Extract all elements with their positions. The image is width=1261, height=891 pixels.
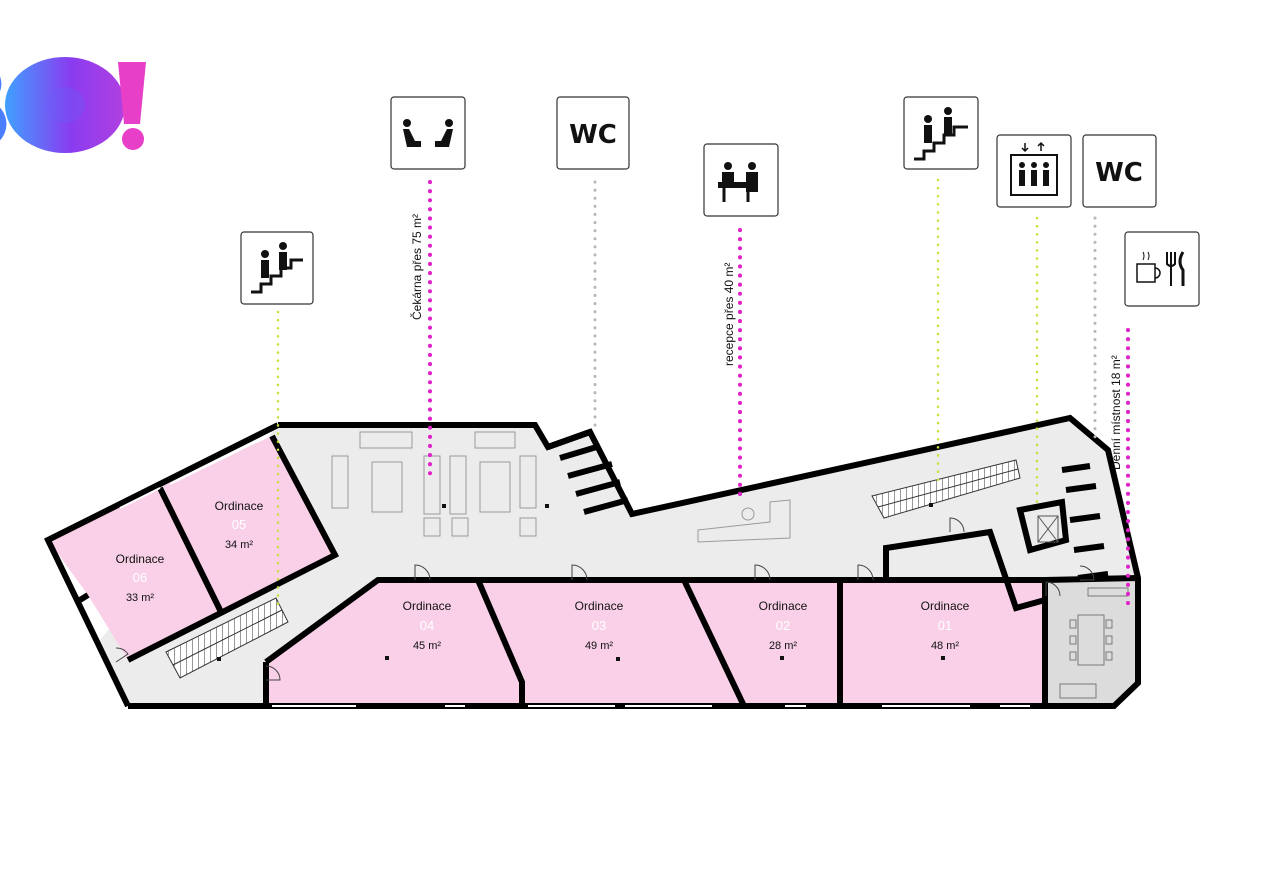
- svg-text:01: 01: [938, 618, 952, 633]
- reception-desk: [697, 499, 791, 543]
- room-02-label: Ordinace 02 28 m²: [759, 599, 808, 652]
- wc-icon: WC: [556, 96, 630, 170]
- svg-text:02: 02: [776, 618, 790, 633]
- svg-text:03: 03: [592, 618, 606, 633]
- room-markers: [217, 503, 945, 661]
- svg-text:WC: WC: [1095, 158, 1143, 188]
- brand-logo: [0, 57, 146, 153]
- svg-text:06: 06: [133, 570, 147, 585]
- svg-text:05: 05: [232, 517, 246, 532]
- stairs-icon: [240, 231, 314, 305]
- svg-text:49 m²: 49 m²: [585, 640, 613, 652]
- room-04-label: Ordinace 04 45 m²: [403, 599, 452, 652]
- elevator-shaft: [1037, 515, 1059, 543]
- svg-text:Ordinace: Ordinace: [759, 599, 808, 613]
- reception-icon: [703, 143, 779, 217]
- svg-text:28 m²: 28 m²: [769, 640, 797, 652]
- doors: [115, 517, 1095, 681]
- staff-room-floor: [1047, 580, 1136, 705]
- room-01-floor: [843, 580, 1045, 705]
- waiting-room-icon: [390, 96, 466, 170]
- svg-text:Ordinace: Ordinace: [116, 552, 165, 566]
- leader-lines: [276, 178, 1130, 612]
- staff-room-callout: Denní místnost 18 m²: [1109, 355, 1123, 470]
- svg-text:WC: WC: [569, 120, 617, 150]
- elevator-icon: [996, 134, 1072, 208]
- room-03-floor: [480, 580, 740, 705]
- svg-text:Ordinace: Ordinace: [921, 599, 970, 613]
- room-04-floor: [266, 580, 522, 705]
- svg-text:33 m²: 33 m²: [126, 592, 154, 604]
- svg-text:04: 04: [420, 618, 434, 633]
- room-06-label: Ordinace 06 33 m²: [116, 552, 165, 604]
- stairs-left: [165, 597, 289, 679]
- wc-icon: WC: [1082, 134, 1157, 208]
- reception-callout: recepce přes 40 m²: [722, 263, 736, 366]
- svg-text:45 m²: 45 m²: [413, 640, 441, 652]
- waiting-room-furniture: [331, 431, 537, 537]
- room-05-label: Ordinace 05 34 m²: [215, 499, 264, 551]
- svg-text:48 m²: 48 m²: [931, 640, 959, 652]
- walls: [44, 414, 1141, 709]
- svg-text:Ordinace: Ordinace: [215, 499, 264, 513]
- dining-room-icon: [1124, 231, 1200, 307]
- windows: [119, 449, 1030, 707]
- room-01-label: Ordinace 01 48 m²: [921, 599, 970, 652]
- svg-text:Ordinace: Ordinace: [575, 599, 624, 613]
- room-03-label: Ordinace 03 49 m²: [575, 599, 624, 652]
- room-02-floor: [688, 580, 840, 705]
- stairs-icon: [903, 96, 979, 170]
- waiting-room-callout: Čekárna přes 75 m²: [409, 214, 424, 320]
- svg-text:34 m²: 34 m²: [225, 539, 253, 551]
- svg-text:Ordinace: Ordinace: [403, 599, 452, 613]
- staff-table: [1059, 587, 1129, 699]
- stairs-right: [871, 459, 1021, 519]
